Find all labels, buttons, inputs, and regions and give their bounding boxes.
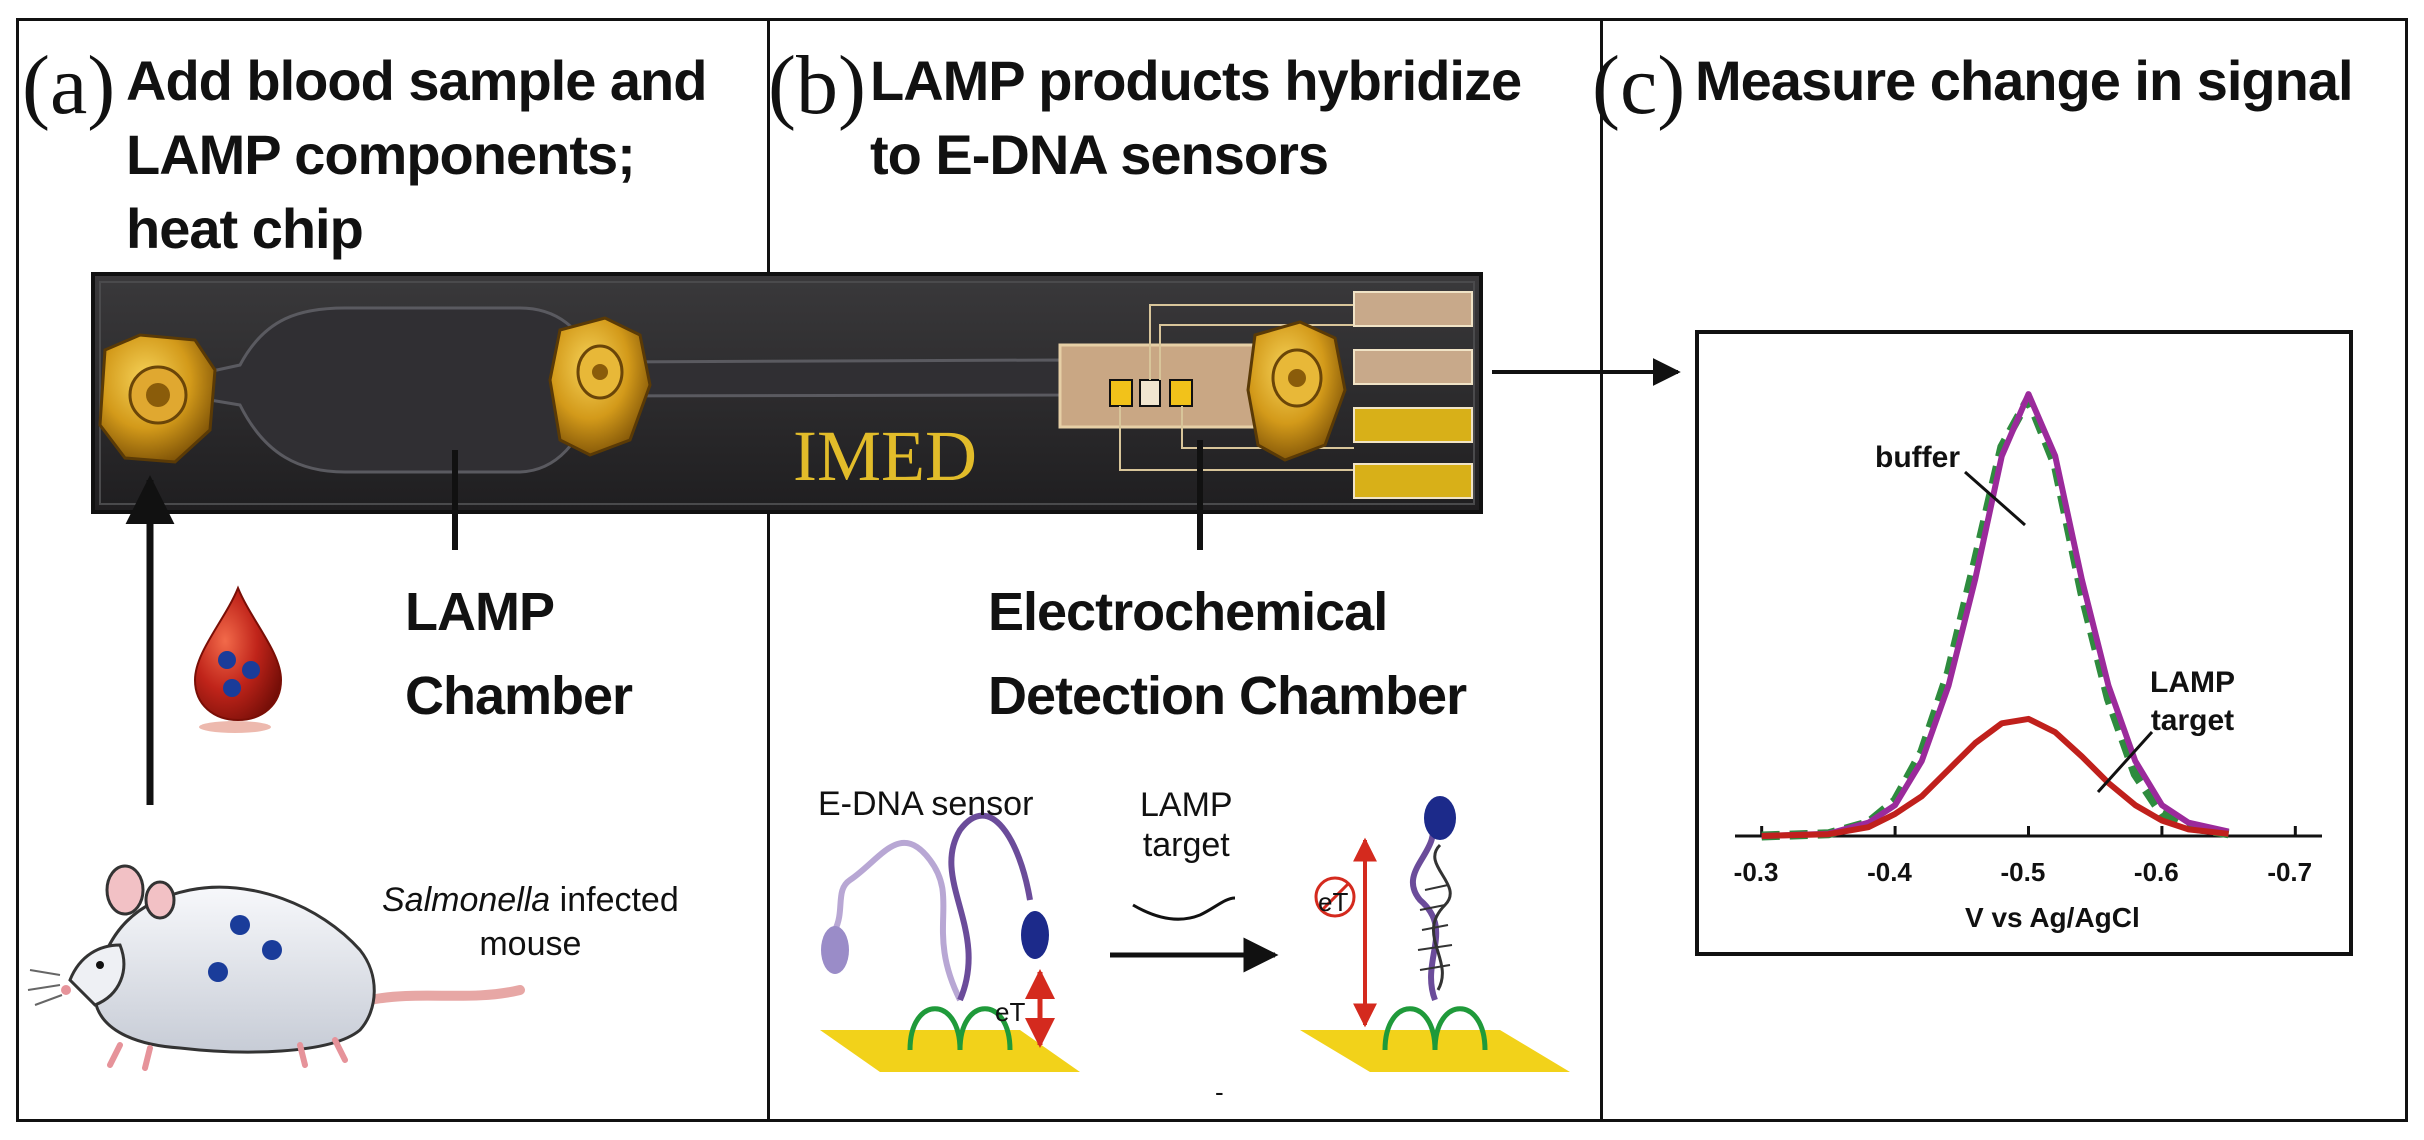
plot-target-annotation: LAMP target bbox=[2150, 664, 2235, 740]
x-tick-label: -0.5 bbox=[2000, 857, 2046, 887]
panel-a-heading-line-2: LAMP components; bbox=[126, 123, 636, 186]
plot-series bbox=[1761, 391, 2230, 841]
x-tick-label: -0.6 bbox=[2133, 857, 2179, 887]
detection-chamber-label: Electrochemical Detection Chamber bbox=[988, 570, 1467, 738]
contact-pad-1 bbox=[1353, 291, 1473, 327]
detection-chamber-label-line-1: Electrochemical bbox=[988, 582, 1388, 642]
lamp-chamber-label-line-2: Chamber bbox=[405, 666, 633, 726]
x-axis-ticks bbox=[1760, 826, 2297, 836]
panel-b-heading-line-2: to E-DNA sensors bbox=[870, 123, 1329, 186]
plot-target-annotation-line-2: target bbox=[2150, 704, 2235, 737]
salmonella-text: Salmonella bbox=[382, 881, 551, 919]
lamp-target-label: LAMP target bbox=[1140, 785, 1233, 865]
electron-transfer-label: eT bbox=[995, 997, 1026, 1027]
sensor-surface-2 bbox=[1300, 1030, 1570, 1072]
stray-dash: - bbox=[1215, 1077, 1224, 1107]
mouse-caption-line-1: Salmonella infected bbox=[382, 878, 679, 922]
sensor-surface-1 bbox=[820, 1030, 1080, 1072]
infected-mouse-icon bbox=[27, 864, 525, 1071]
series-line-buffer bbox=[1761, 391, 2230, 839]
plot-x-axis-label: V vs Ag/AgCl bbox=[1965, 902, 2140, 933]
buffer-annotation-pointer bbox=[1964, 470, 2026, 527]
panel-b-letter: (b) bbox=[768, 39, 866, 132]
edna-sensor-unbound bbox=[820, 812, 1080, 1072]
blocked-electron-transfer-label: eT bbox=[1318, 887, 1349, 917]
lab-chip: IMED bbox=[91, 272, 1483, 514]
contact-pad-3 bbox=[1353, 407, 1473, 443]
plot-buffer-annotation: buffer bbox=[1875, 441, 1960, 474]
lamp-target-label-line-1: LAMP bbox=[1140, 786, 1233, 824]
x-tick-label: -0.3 bbox=[1733, 857, 1779, 887]
panel-c-heading-line-1: Measure change in signal bbox=[1695, 49, 2354, 112]
panel-b-heading-line-1: LAMP products hybridize bbox=[870, 49, 1522, 112]
panel-a-heading-line-1: Add blood sample and bbox=[126, 49, 707, 112]
blood-drop-icon bbox=[193, 585, 283, 733]
lamp-chamber-label-line-1: LAMP bbox=[405, 582, 555, 642]
outlet-port bbox=[1246, 320, 1347, 462]
lamp-target-label-line-2: target bbox=[1142, 826, 1230, 864]
panel-a-heading-line-3: heat chip bbox=[126, 197, 364, 260]
target-annotation-pointer bbox=[2096, 730, 2154, 794]
edna-sensor-bound bbox=[1300, 796, 1570, 1072]
contact-pad-4 bbox=[1353, 463, 1473, 499]
lamp-target-strand bbox=[1132, 896, 1236, 921]
panel-b-heading: LAMP products hybridize to E-DNA sensors bbox=[870, 44, 1522, 192]
mouse-caption-line-2: mouse bbox=[479, 925, 582, 963]
infected-text: infected bbox=[550, 881, 679, 919]
detection-chamber-label-line-2: Detection Chamber bbox=[988, 666, 1467, 726]
x-tick-label: -0.4 bbox=[1867, 857, 1912, 887]
mouse-caption: Salmonella infected mouse bbox=[382, 878, 679, 966]
inlet-port bbox=[98, 333, 217, 464]
panel-c-heading: Measure change in signal bbox=[1695, 44, 2354, 118]
panel-c-frame bbox=[1600, 18, 2408, 1122]
edna-sensor-label: E-DNA sensor bbox=[818, 785, 1034, 823]
panel-a-heading: Add blood sample and LAMP components; he… bbox=[126, 44, 707, 266]
contact-pad-2 bbox=[1353, 349, 1473, 385]
lamp-chamber-label: LAMP Chamber bbox=[405, 570, 633, 738]
panel-c-letter: (c) bbox=[1592, 39, 1686, 132]
middle-port bbox=[548, 316, 652, 457]
series-line-lamp-target bbox=[1761, 715, 2229, 839]
plot-frame bbox=[1695, 330, 2353, 956]
voltammetry-plot bbox=[1695, 330, 2353, 956]
plot-target-annotation-line-1: LAMP bbox=[2150, 666, 2235, 699]
x-tick-label: -0.7 bbox=[2267, 857, 2313, 887]
panel-a-letter: (a) bbox=[22, 39, 116, 132]
chip-brand-label: IMED bbox=[793, 416, 977, 496]
